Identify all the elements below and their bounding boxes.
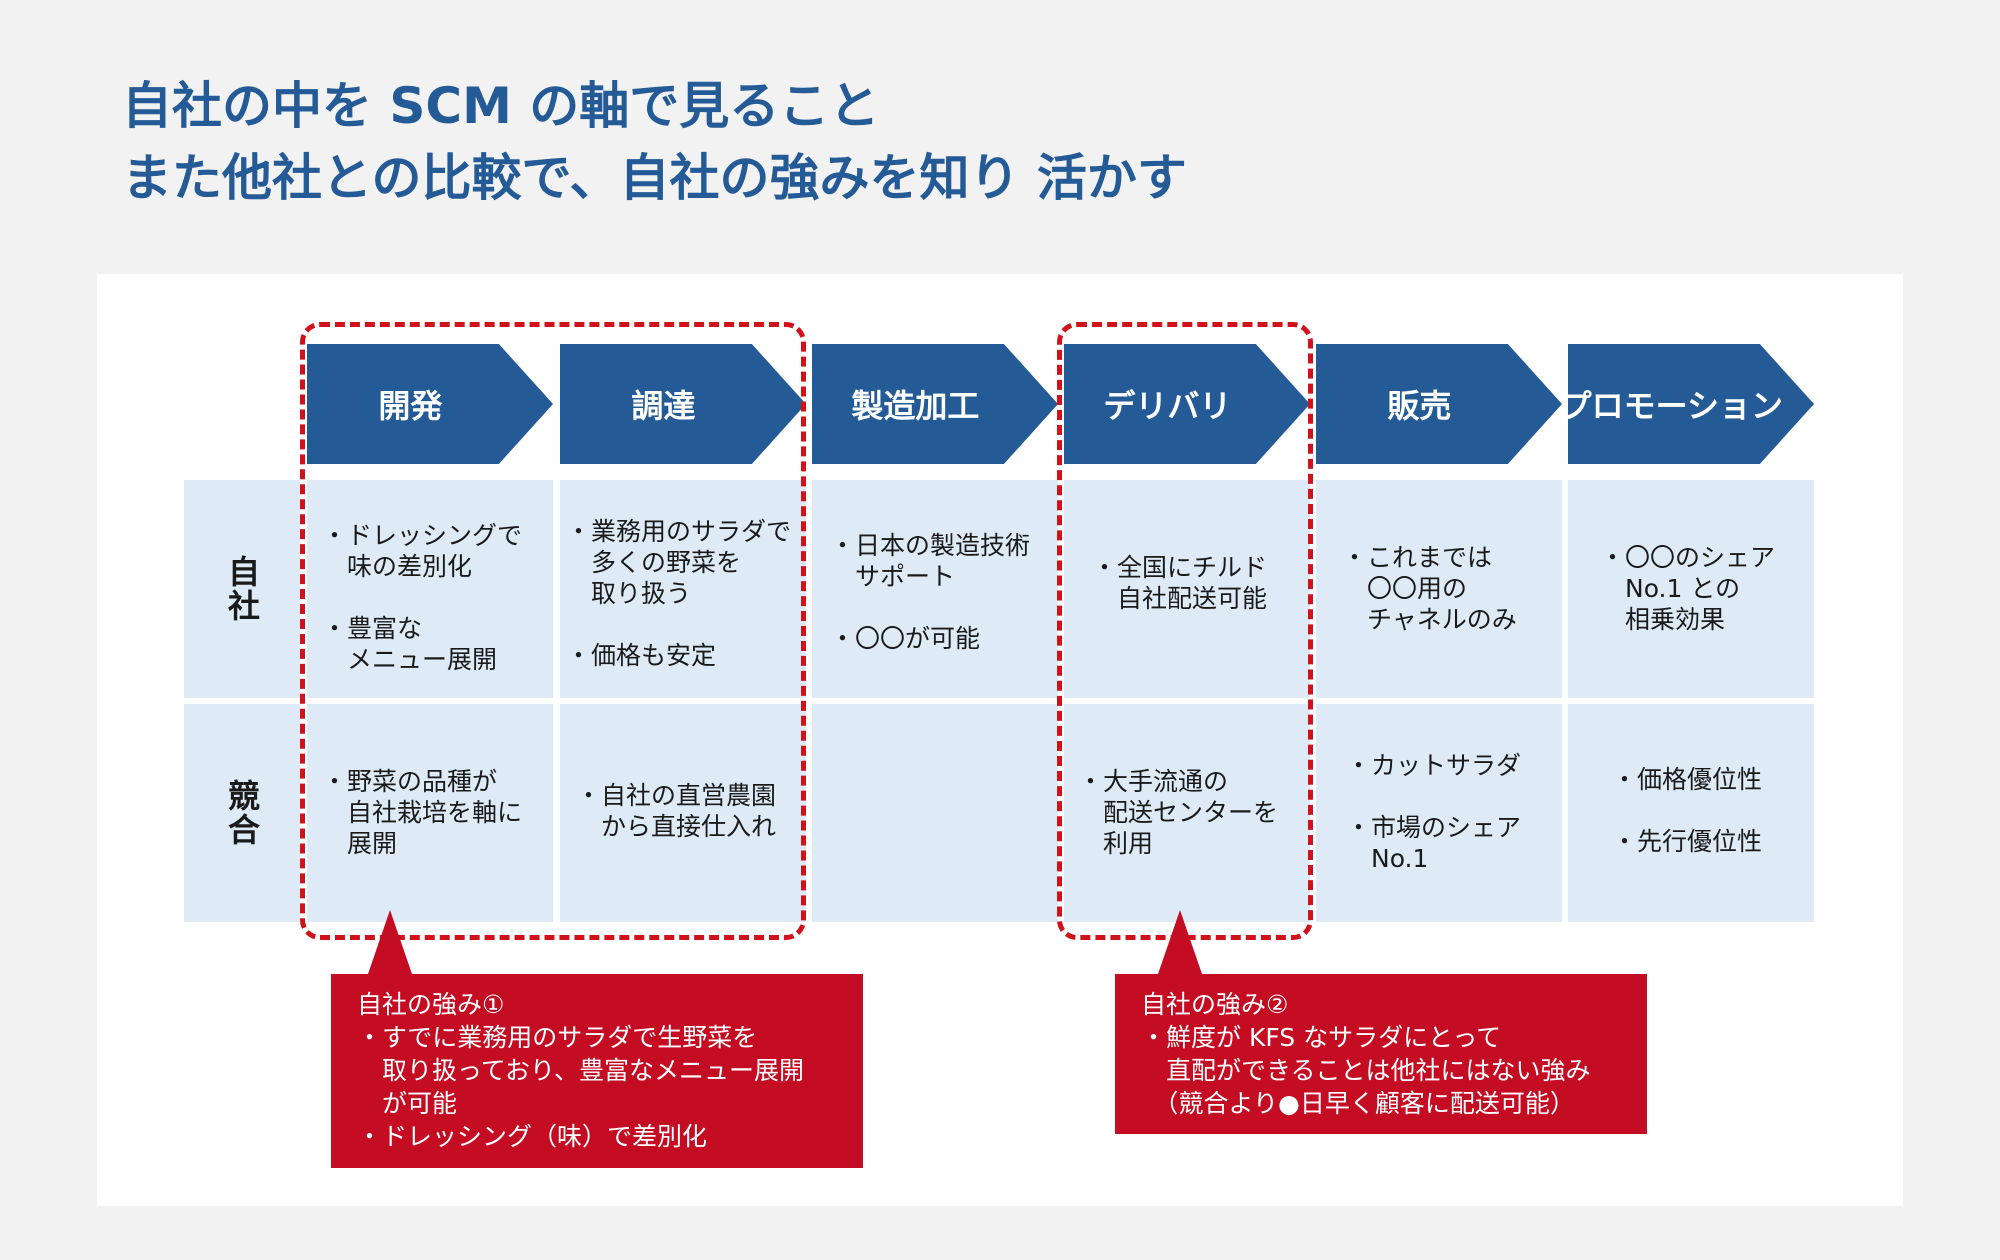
cell-text-competitor-promotion: ・価格優位性 ・先行優位性 bbox=[1612, 765, 1763, 856]
cell-text-own-delivery: ・全国にチルド 自社配送可能 bbox=[1092, 553, 1268, 613]
cell-text-own-development: ・ドレッシングで 味の差別化 ・豊富な メニュー展開 bbox=[322, 521, 523, 674]
stage-header-sales: 販売 bbox=[1316, 344, 1562, 464]
callout-strength-1: 自社の強み① ・すでに業務用のサラダで生野菜を 取り扱っており、豊富なメニュー展… bbox=[331, 974, 863, 1168]
cell-text-own-manufacturing: ・日本の製造技術 サポート ・〇〇が可能 bbox=[830, 531, 1031, 653]
cell-own-development bbox=[307, 480, 553, 698]
cell-competitor-sales bbox=[1316, 704, 1562, 922]
highlight-frame-strength-1 bbox=[300, 322, 806, 940]
cell-text-own-promotion: ・〇〇のシェア No.1 との 相乗効果 bbox=[1600, 543, 1776, 634]
slide-title: 自社の中を SCM の軸で見ること また他社との比較で、自社の強みを知り 活かす bbox=[122, 70, 1187, 214]
row-label-cell-competitor bbox=[184, 704, 300, 922]
cell-competitor-procurement bbox=[560, 704, 806, 922]
stage-header-development: 開発 bbox=[307, 344, 553, 464]
cell-competitor-manufacturing bbox=[812, 704, 1058, 922]
highlight-frame-strength-2 bbox=[1057, 322, 1313, 940]
stage-header-delivery: デリバリ bbox=[1064, 344, 1310, 464]
stage-header-label: プロモーション bbox=[1559, 387, 1784, 425]
title-line-2: また他社との比較で、自社の強みを知り 活かす bbox=[122, 149, 1187, 207]
row-label-competitor: 競合 bbox=[223, 779, 261, 847]
cell-competitor-delivery bbox=[1064, 704, 1310, 922]
cell-competitor-development bbox=[307, 704, 553, 922]
cell-text-competitor-sales: ・カットサラダ ・市場のシェア No.1 bbox=[1346, 751, 1522, 873]
cell-own-sales bbox=[1316, 480, 1562, 698]
callout-strength-2: 自社の強み② ・鮮度が KFS なサラダにとって 直配ができることは他社にはない… bbox=[1115, 974, 1647, 1134]
stage-header-promotion: プロモーション bbox=[1568, 344, 1814, 464]
title-line-1: 自社の中を SCM の軸で見ること bbox=[122, 77, 880, 135]
stage-header-procurement: 調達 bbox=[560, 344, 806, 464]
stage-header-label: 開発 bbox=[378, 387, 443, 425]
cell-own-procurement bbox=[560, 480, 806, 698]
cell-text-competitor-delivery: ・大手流通の 配送センターを 利用 bbox=[1078, 767, 1279, 858]
cell-text-own-sales: ・これまでは 〇〇用の チャネルのみ bbox=[1342, 543, 1517, 634]
cell-own-promotion bbox=[1568, 480, 1814, 698]
row-label-cell-own bbox=[184, 480, 300, 698]
cell-text-own-procurement: ・業務用のサラダで 多くの野菜を 取り扱う ・価格も安定 bbox=[566, 517, 792, 670]
callout-pointer-1 bbox=[368, 910, 412, 974]
callout-pointer-2 bbox=[1158, 910, 1202, 974]
cell-own-delivery bbox=[1064, 480, 1310, 698]
cell-text-competitor-development: ・野菜の品種が 自社栽培を軸に 展開 bbox=[322, 767, 523, 858]
cell-competitor-promotion bbox=[1568, 704, 1814, 922]
stage-header-label: デリバリ bbox=[1103, 387, 1232, 425]
stage-header-label: 調達 bbox=[631, 387, 696, 425]
stage-header-label: 製造加工 bbox=[851, 387, 980, 425]
stage-header-label: 販売 bbox=[1387, 387, 1452, 425]
cell-own-manufacturing bbox=[812, 480, 1058, 698]
stage-header-manufacturing: 製造加工 bbox=[812, 344, 1058, 464]
row-label-own: 自社 bbox=[223, 555, 261, 623]
cell-text-competitor-procurement: ・自社の直営農園 から直接仕入れ bbox=[576, 781, 777, 841]
